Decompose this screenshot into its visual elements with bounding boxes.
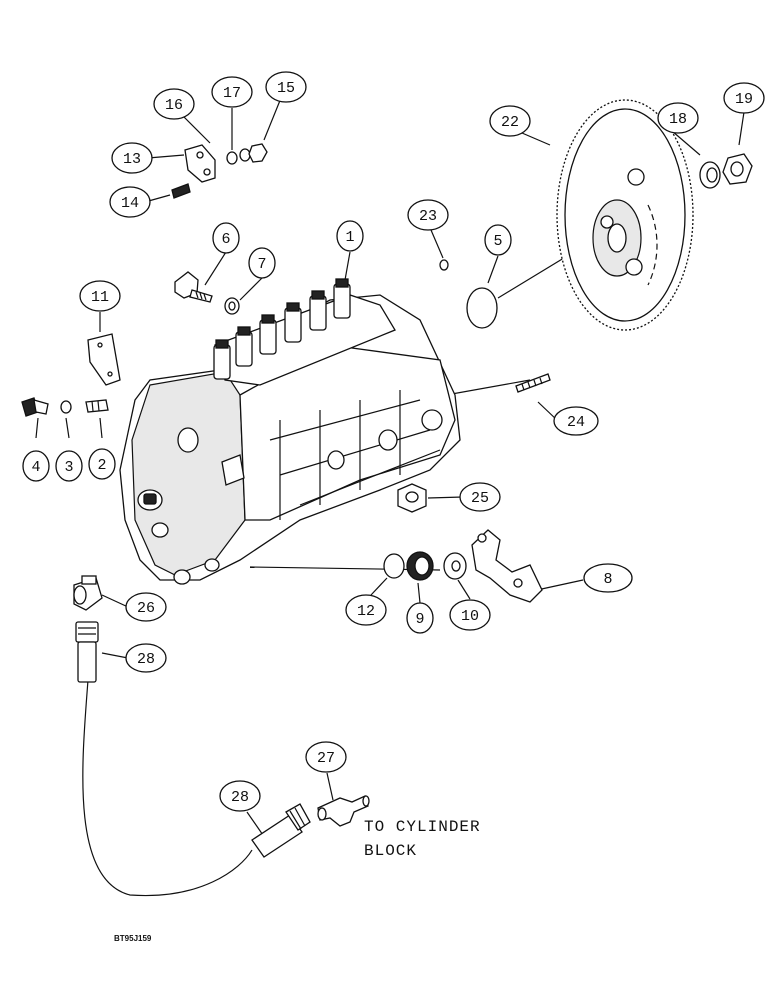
callout-label: 3 xyxy=(64,459,73,476)
callout-19: 19 xyxy=(723,82,765,114)
callout-labels: 1 2 3 4 5 6 7 8 xyxy=(22,71,765,812)
callout-label: 13 xyxy=(123,151,141,168)
gear-nut xyxy=(722,153,753,185)
callout-22: 22 xyxy=(489,105,531,137)
callout-label: 28 xyxy=(137,651,155,668)
tee-fitting xyxy=(317,795,370,827)
callout-8: 8 xyxy=(583,563,633,593)
leader-lines xyxy=(35,97,745,897)
callout-label: 12 xyxy=(357,603,375,620)
callout-12: 12 xyxy=(345,594,387,626)
callout-26: 26 xyxy=(125,592,167,622)
callout-label: 17 xyxy=(223,85,241,102)
cover-plate xyxy=(87,333,121,386)
callout-5: 5 xyxy=(484,224,512,256)
callout-label: 23 xyxy=(419,208,437,225)
callout-label: 11 xyxy=(91,289,109,306)
check-valve xyxy=(85,399,109,413)
callout-1: 1 xyxy=(336,220,364,252)
callout-label: 14 xyxy=(121,195,139,212)
flange-nut xyxy=(397,483,427,513)
bracket-washer xyxy=(226,151,238,165)
callout-24: 24 xyxy=(553,406,599,436)
callout-2: 2 xyxy=(88,448,116,480)
bracket-screw xyxy=(171,183,191,199)
injection-pump-body xyxy=(119,278,461,585)
callout-27: 27 xyxy=(305,741,347,773)
callout-label: 18 xyxy=(669,111,687,128)
sealing-ring xyxy=(60,400,72,414)
callout-label: 9 xyxy=(415,611,424,628)
note-line-2: BLOCK xyxy=(364,842,417,860)
mounting-washer xyxy=(224,297,240,315)
callout-label: 5 xyxy=(493,233,502,250)
callout-13: 13 xyxy=(111,142,153,174)
callout-10: 10 xyxy=(449,599,491,631)
hose-fitting-upper xyxy=(75,621,99,683)
governor-bracket xyxy=(184,144,216,183)
shaft-o-ring xyxy=(383,553,405,579)
callout-18: 18 xyxy=(657,102,699,134)
callout-6: 6 xyxy=(212,222,240,254)
stud xyxy=(515,373,551,393)
callout-14: 14 xyxy=(109,186,151,218)
mounting-bolt xyxy=(174,271,213,303)
delivery-valve-holders xyxy=(213,278,351,380)
shaft-sleeve xyxy=(406,551,434,581)
callout-label: 1 xyxy=(345,229,354,246)
elbow-fitting xyxy=(73,575,103,611)
callout-label: 16 xyxy=(165,97,183,114)
callout-label: 25 xyxy=(471,490,489,507)
o-ring xyxy=(466,287,498,329)
callout-11: 11 xyxy=(79,280,121,312)
callout-label: 24 xyxy=(567,414,585,431)
drive-gear xyxy=(556,99,694,331)
throttle-lever xyxy=(471,529,543,603)
lever-washer xyxy=(443,552,467,580)
callout-label: 8 xyxy=(603,571,612,588)
destination-note: TO CYLINDER BLOCK xyxy=(364,818,481,860)
figure-code: BT95J159 xyxy=(114,934,152,943)
callout-17: 17 xyxy=(211,76,253,108)
small-o-ring xyxy=(439,259,449,271)
callout-label: 6 xyxy=(221,231,230,248)
callout-label: 22 xyxy=(501,114,519,131)
callout-label: 28 xyxy=(231,789,249,806)
gear-washer xyxy=(699,161,721,189)
callout-4: 4 xyxy=(22,450,50,482)
callout-25: 25 xyxy=(459,482,501,512)
bracket-lockwasher xyxy=(239,148,251,162)
callout-3: 3 xyxy=(55,450,83,482)
callout-label: 19 xyxy=(735,91,753,108)
callout-label: 4 xyxy=(31,459,40,476)
callout-label: 26 xyxy=(137,600,155,617)
callout-label: 10 xyxy=(461,608,479,625)
callout-9: 9 xyxy=(406,602,434,634)
callout-28-lower: 28 xyxy=(219,780,261,812)
bracket-nut xyxy=(248,143,268,163)
callout-23: 23 xyxy=(407,199,449,231)
banjo-bolt xyxy=(21,397,49,417)
callout-label: 7 xyxy=(257,256,266,273)
callout-label: 15 xyxy=(277,80,295,97)
callout-label: 2 xyxy=(97,457,106,474)
callout-7: 7 xyxy=(248,247,276,279)
note-line-1: TO CYLINDER xyxy=(364,818,481,836)
callout-16: 16 xyxy=(153,88,195,120)
callout-28-upper: 28 xyxy=(125,643,167,673)
callout-15: 15 xyxy=(265,71,307,103)
callout-label: 27 xyxy=(317,750,335,767)
hose-fitting-lower xyxy=(251,803,311,858)
